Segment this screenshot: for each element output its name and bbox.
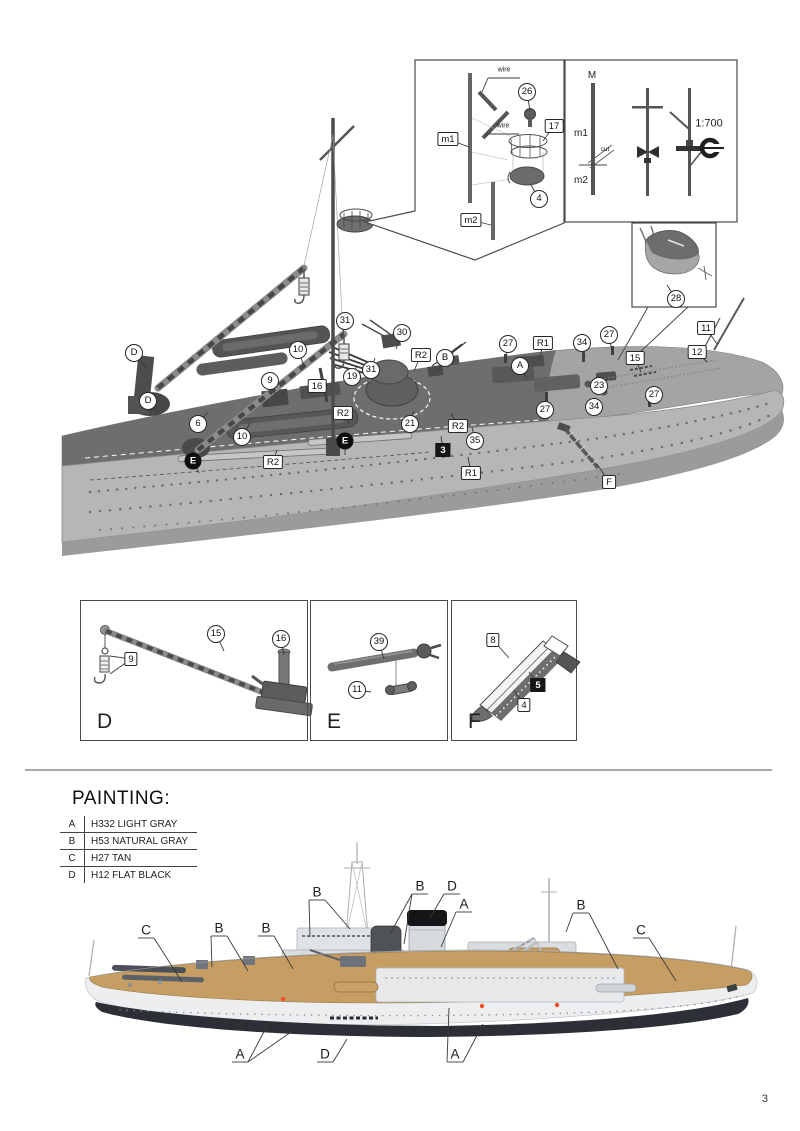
painting-section: PAINTING: A H332 LIGHT GRAY B H53 NATURA… (60, 788, 197, 883)
paint-name: H27 TAN (84, 849, 197, 867)
page-number: 3 (761, 1093, 768, 1105)
paint-code: C (60, 849, 85, 867)
paint-row: C H27 TAN (60, 849, 197, 867)
painting-title: PAINTING: (72, 788, 171, 809)
paint-row: A H332 LIGHT GRAY (60, 816, 197, 833)
detail-box-d: D (80, 600, 308, 741)
paint-name: H12 FLAT BLACK (91, 869, 172, 881)
detail-box-f-label: F (468, 710, 481, 733)
detail-box-e: E (310, 600, 448, 741)
painting-table: A H332 LIGHT GRAY B H53 NATURAL GRAY C H… (60, 816, 197, 883)
detail-box-d-label: D (97, 710, 113, 733)
mast-detail-inset (362, 59, 738, 261)
paint-code: D (60, 866, 85, 883)
paint-name: H53 NATURAL GRAY (84, 832, 197, 850)
paint-row: B H53 NATURAL GRAY (60, 832, 197, 850)
paint-code: A (60, 816, 85, 833)
detail-box-f: F (451, 600, 577, 741)
detail-box-e-label: E (327, 710, 342, 733)
paint-code: B (60, 832, 85, 850)
detail-box-art (93, 625, 581, 722)
paint-name: H332 LIGHT GRAY (84, 816, 197, 833)
paint-row: D H12 FLAT BLACK (60, 866, 197, 883)
painted-ship-view (85, 842, 758, 1037)
